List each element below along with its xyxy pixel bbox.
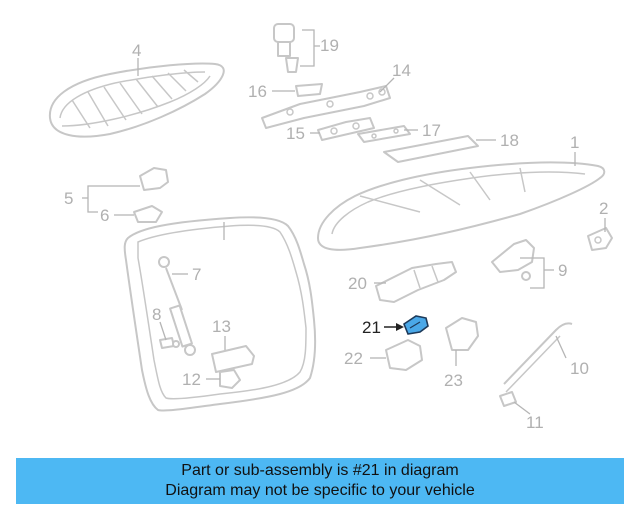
callout-10: 10 (570, 359, 589, 378)
part-8-bolt (159, 337, 180, 349)
callout-2: 2 (599, 199, 608, 218)
part-18-trim (383, 135, 479, 163)
caption-line-2: Diagram may not be specific to your vehi… (165, 482, 475, 499)
callout-1: 1 (570, 133, 579, 152)
caption-banner: Part or sub-assembly is #21 in diagram D… (16, 458, 624, 504)
callout-11: 11 (526, 413, 544, 432)
leader-lines (82, 29, 606, 415)
callout-9: 9 (558, 261, 567, 280)
callout-20: 20 (348, 274, 367, 293)
callout-23: 23 (444, 371, 463, 390)
part-15-hinge-plate (317, 117, 375, 141)
part-13-latch (211, 345, 255, 373)
part-12-retainer (219, 369, 241, 389)
callout-18: 18 (500, 131, 519, 150)
callout-19: 19 (320, 36, 339, 55)
part-14-garnish-bracket (261, 85, 391, 129)
part-16-handle (295, 83, 323, 97)
callout-22: 22 (344, 349, 363, 368)
callout-5: 5 (64, 189, 73, 208)
part-9-striker (491, 239, 535, 281)
part-10-rod (503, 322, 573, 393)
part-1-glass (317, 161, 606, 251)
callout-8: 8 (152, 305, 161, 324)
callout-12: 12 (182, 370, 201, 389)
part-21-arrow (384, 323, 404, 331)
part-7-gas-strut (158, 256, 196, 356)
callout-13: 13 (212, 317, 231, 336)
caption-line-1: Part or sub-assembly is #21 in diagram (181, 462, 459, 479)
part-22-latch (385, 339, 423, 371)
callout-labels: 4 19 16 14 15 17 18 1 2 5 6 7 8 20 9 13 … (64, 36, 608, 432)
part-4-spoiler (48, 62, 225, 138)
callout-4: 4 (132, 41, 141, 60)
callout-14: 14 (392, 61, 411, 80)
callout-6: 6 (100, 206, 109, 225)
callout-7: 7 (192, 265, 201, 284)
weatherstrip-seal (123, 216, 317, 412)
part-21-highlighted (403, 315, 429, 335)
part-2-clip (587, 227, 613, 251)
callout-17: 17 (422, 121, 441, 140)
callout-15: 15 (286, 124, 305, 143)
part-17-plate (357, 125, 411, 143)
part-5-hinge (139, 167, 169, 191)
part-19-lock-cylinder (273, 23, 299, 73)
callout-21: 21 (362, 318, 381, 337)
callout-16: 16 (248, 82, 267, 101)
part-20-actuator (375, 261, 457, 303)
part-23-cover (445, 317, 479, 351)
part-6-bracket (133, 205, 163, 223)
parts-diagram: 4 19 16 14 15 17 18 1 2 5 6 7 8 20 9 13 … (48, 23, 613, 432)
part-11-clip (499, 391, 517, 407)
